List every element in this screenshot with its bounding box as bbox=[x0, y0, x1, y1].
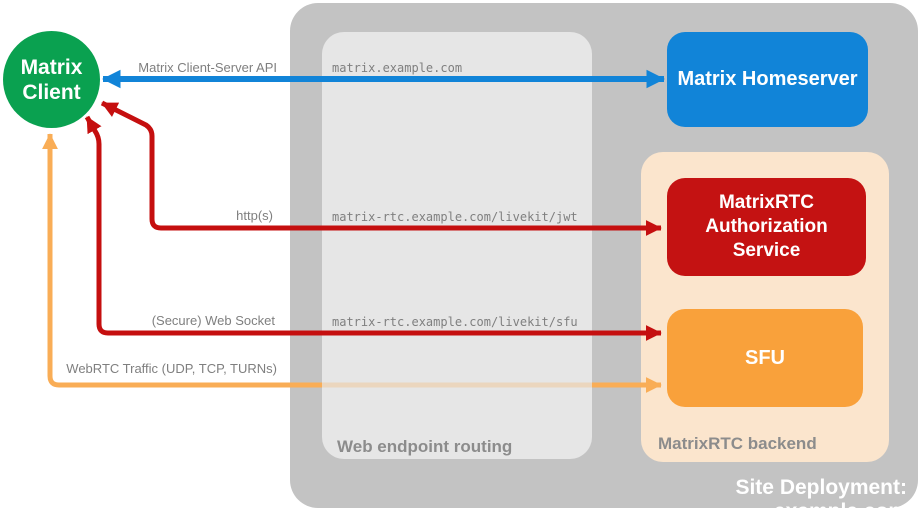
websocket-label: (Secure) Web Socket bbox=[151, 313, 275, 328]
client-server-api-label: Matrix Client-Server API bbox=[138, 60, 277, 75]
webrtc-traffic-label: WebRTC Traffic (UDP, TCP, TURNs) bbox=[66, 361, 277, 376]
sfu-node: SFU bbox=[667, 309, 863, 407]
matrixrtc-authorization-service-node: MatrixRTC Authorization Service bbox=[667, 178, 866, 276]
web-endpoint-routing-label: Web endpoint routing bbox=[337, 437, 513, 456]
endpoint-livekit-sfu: matrix-rtc.example.com/livekit/sfu bbox=[332, 315, 578, 329]
matrix-homeserver-node: Matrix Homeserver bbox=[667, 32, 868, 127]
endpoint-matrix-example-com: matrix.example.com bbox=[332, 61, 463, 75]
matrixrtc-backend-label: MatrixRTC backend bbox=[658, 434, 817, 453]
endpoint-livekit-jwt: matrix-rtc.example.com/livekit/jwt bbox=[332, 210, 578, 224]
web-endpoint-routing-box bbox=[322, 32, 592, 459]
https-label: http(s) bbox=[236, 208, 273, 223]
matrix-client-node: Matrix Client bbox=[3, 31, 100, 128]
webrtc-traffic-arrow bbox=[41, 133, 322, 388]
site-deployment-label: Site Deployment: example.com bbox=[735, 476, 907, 523]
